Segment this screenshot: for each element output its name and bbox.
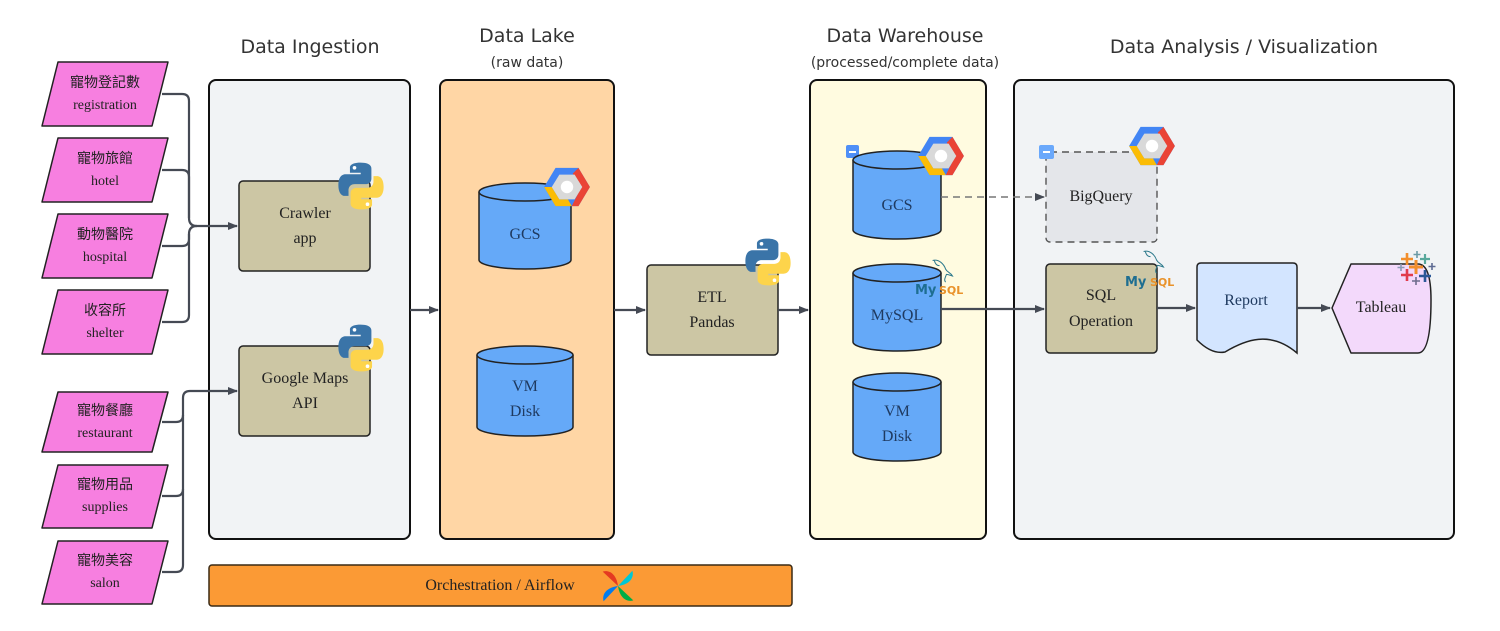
warehouse-mysql-cylinder[interactable]: MySQL My SQL <box>852 259 963 352</box>
orchestration-label: Orchestration / Airflow <box>425 577 575 594</box>
node-label: Crawler <box>279 205 331 222</box>
cylinder-label: VM <box>512 378 538 395</box>
cylinder-label: Disk <box>882 428 912 445</box>
node-label: SQL <box>1086 287 1116 304</box>
section-title-lake: Data Lake <box>479 25 575 47</box>
source-connectors-a <box>162 92 238 324</box>
warehouse-gcs-cylinder[interactable]: GCS <box>846 136 964 240</box>
sql-operation-node[interactable]: SQL Operation My SQL <box>1045 250 1174 354</box>
source-label-en: restaurant <box>77 426 132 441</box>
source-label-en: hotel <box>91 174 119 189</box>
source-registration[interactable]: 寵物登記數 registration <box>41 61 169 127</box>
orchestration-bar[interactable]: Orchestration / Airflow <box>208 564 793 607</box>
crawler-app-node[interactable]: Crawler app <box>238 162 384 272</box>
source-connectors-b <box>162 387 238 574</box>
warehouse-vm-disk-cylinder[interactable]: VM Disk <box>852 372 942 462</box>
minus-glyph <box>849 151 856 153</box>
source-shelter[interactable]: 收容所 shelter <box>41 289 169 355</box>
svg-text:My: My <box>915 283 937 298</box>
report-node[interactable]: Report <box>1196 262 1298 355</box>
lake-gcs-cylinder[interactable]: GCS <box>478 167 590 270</box>
source-label-zh: 寵物美容 <box>77 552 133 569</box>
node-label: API <box>292 395 318 412</box>
node-label: Google Maps <box>262 370 349 387</box>
node-label: Tableau <box>1356 299 1406 316</box>
mysql-logo-icon: My SQL <box>1125 250 1174 290</box>
source-supplies[interactable]: 寵物用品 supplies <box>41 464 169 529</box>
cylinder-label: GCS <box>509 226 540 243</box>
source-label-en: supplies <box>82 500 128 515</box>
cylinder-label: Disk <box>510 403 540 420</box>
mysql-logo-icon: My SQL <box>915 259 963 298</box>
source-label-zh: 寵物登記數 <box>70 74 140 91</box>
source-label-zh: 寵物用品 <box>77 476 133 493</box>
cylinder-label: MySQL <box>871 307 923 324</box>
svg-text:SQL: SQL <box>939 284 963 297</box>
etl-pandas-node[interactable]: ETL Pandas <box>646 238 791 356</box>
source-label-zh: 寵物餐廳 <box>77 402 133 419</box>
google-maps-api-node[interactable]: Google Maps API <box>238 324 384 437</box>
source-label-zh: 動物醫院 <box>77 227 133 243</box>
source-label-en: hospital <box>83 250 127 265</box>
source-hotel[interactable]: 寵物旅館 hotel <box>41 137 169 203</box>
node-label: Report <box>1224 292 1268 309</box>
source-label-en: shelter <box>86 326 124 341</box>
source-hospital[interactable]: 動物醫院 hospital <box>41 213 169 279</box>
cylinder-label: VM <box>884 403 910 420</box>
tableau-node[interactable]: Tableau <box>1331 250 1436 354</box>
node-label: Pandas <box>689 314 734 331</box>
node-label: BigQuery <box>1069 188 1132 205</box>
ingestion-container <box>208 79 411 540</box>
source-restaurant[interactable]: 寵物餐廳 restaurant <box>41 391 169 453</box>
lake-vm-disk-cylinder[interactable]: VM Disk <box>476 345 574 437</box>
cylinder-label: GCS <box>881 197 912 214</box>
svg-text:My: My <box>1125 275 1147 290</box>
node-label: ETL <box>697 289 726 306</box>
node-label: app <box>293 230 316 247</box>
section-subtitle-warehouse: (processed/complete data) <box>811 55 999 71</box>
lake-container <box>439 79 615 540</box>
section-title-warehouse: Data Warehouse <box>826 25 983 47</box>
section-title-ingestion: Data Ingestion <box>240 36 379 58</box>
svg-text:SQL: SQL <box>1150 276 1174 289</box>
source-label-zh: 收容所 <box>84 302 126 319</box>
minus-glyph <box>1043 151 1050 153</box>
section-title-analysis: Data Analysis / Visualization <box>1110 36 1378 58</box>
node-label: Operation <box>1069 313 1133 330</box>
source-label-en: salon <box>90 576 120 591</box>
source-label-zh: 寵物旅館 <box>77 150 133 167</box>
bigquery-node[interactable]: BigQuery <box>1039 126 1175 243</box>
section-subtitle-lake: (raw data) <box>491 55 564 71</box>
source-label-en: registration <box>73 98 137 113</box>
source-salon[interactable]: 寵物美容 salon <box>41 540 169 605</box>
